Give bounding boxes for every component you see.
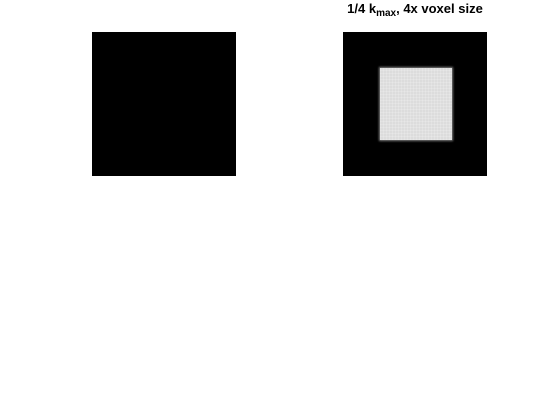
image-panel-right [343,32,487,176]
title-main: 1/4 k [347,1,377,16]
panel-title-right: 1/4 kmax, 4x voxel size [280,1,550,19]
image-panel-left [92,32,236,176]
title-rest: , 4x voxel size [396,1,483,16]
title-subscript: max [376,8,397,19]
reconstructed-square [380,68,452,140]
